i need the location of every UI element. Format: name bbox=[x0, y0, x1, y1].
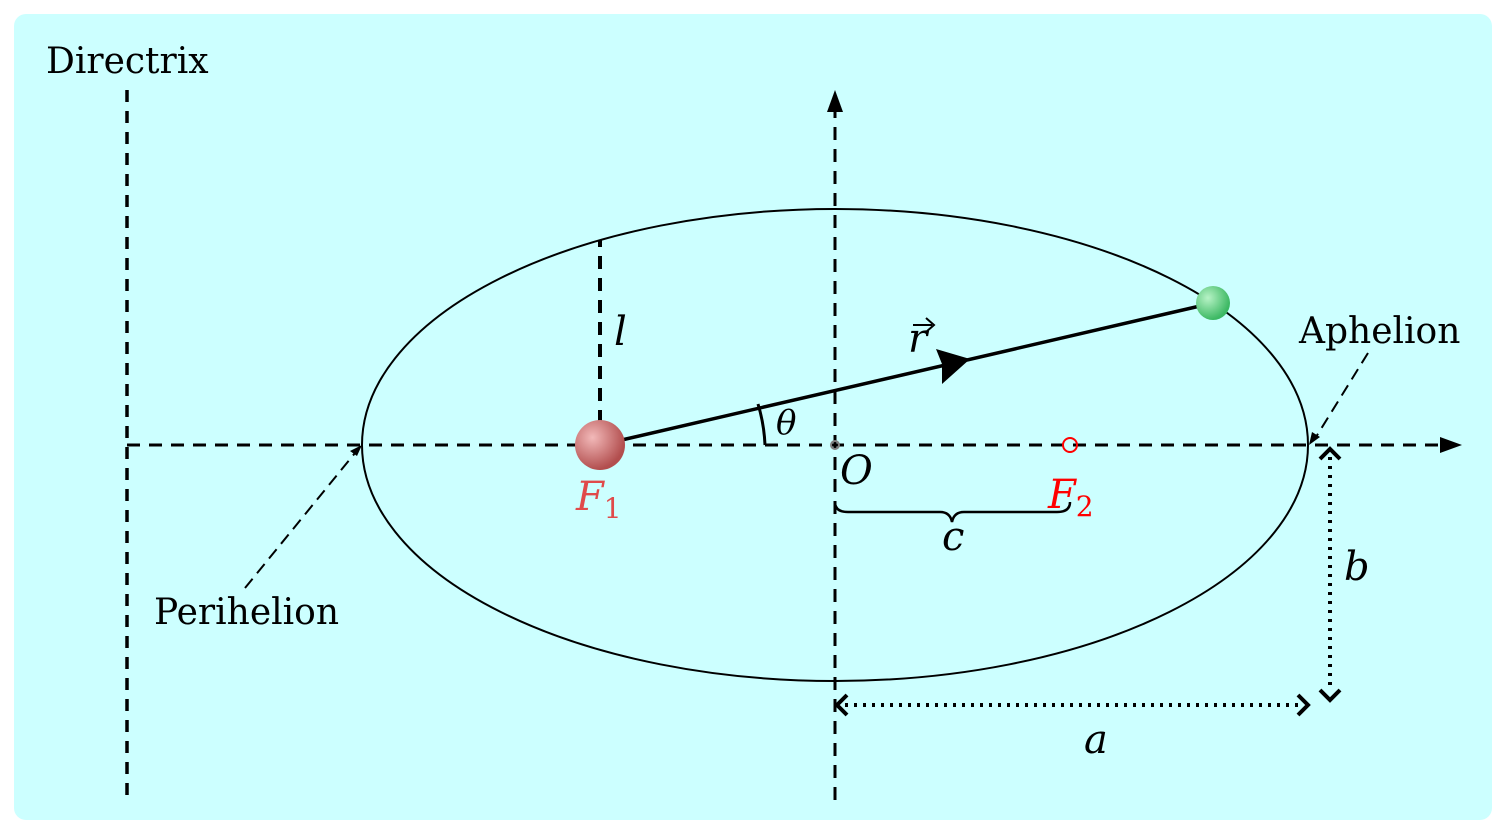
semi-major-arrow-right bbox=[1296, 693, 1311, 717]
perihelion-pointer bbox=[244, 452, 356, 589]
center-label: O bbox=[840, 448, 873, 494]
focus2-label: F2 bbox=[1047, 472, 1094, 523]
radius-vector-label: r bbox=[908, 316, 930, 362]
semi-minor-axis-label: b bbox=[1344, 544, 1370, 590]
focal-distance-label: c bbox=[942, 514, 964, 560]
angle-arc bbox=[756, 403, 767, 446]
y-axis-arrowhead bbox=[827, 90, 843, 112]
semi-major-axis-label: a bbox=[1084, 717, 1108, 763]
radius-vector-line bbox=[599, 301, 1214, 447]
focus2-point bbox=[1062, 437, 1078, 453]
perihelion-label: Perihelion bbox=[154, 592, 339, 633]
vector-arrow-accent bbox=[913, 317, 936, 333]
semi-latus-rectum-label: l bbox=[614, 309, 627, 355]
radius-vector-arrowhead bbox=[936, 349, 970, 384]
semi-minor-arrow-top bbox=[1318, 446, 1342, 461]
x-axis-arrowhead bbox=[1440, 437, 1462, 453]
sun-focus1 bbox=[575, 420, 625, 470]
focus1-label: F1 bbox=[575, 474, 622, 525]
aphelion-pointer bbox=[1315, 352, 1369, 438]
aphelion-arrowhead bbox=[1309, 432, 1320, 445]
angle-label: θ bbox=[776, 403, 796, 443]
diagram-background bbox=[14, 14, 1492, 820]
semi-major-arrow-left bbox=[834, 693, 849, 717]
center-point bbox=[830, 440, 840, 450]
perihelion-arrowhead bbox=[350, 445, 362, 456]
semi-minor-arrow-bottom bbox=[1318, 688, 1342, 703]
focal-distance-brace bbox=[833, 501, 1072, 523]
directrix-label: Directrix bbox=[46, 41, 209, 82]
planet bbox=[1196, 286, 1230, 320]
aphelion-label: Aphelion bbox=[1298, 311, 1460, 352]
